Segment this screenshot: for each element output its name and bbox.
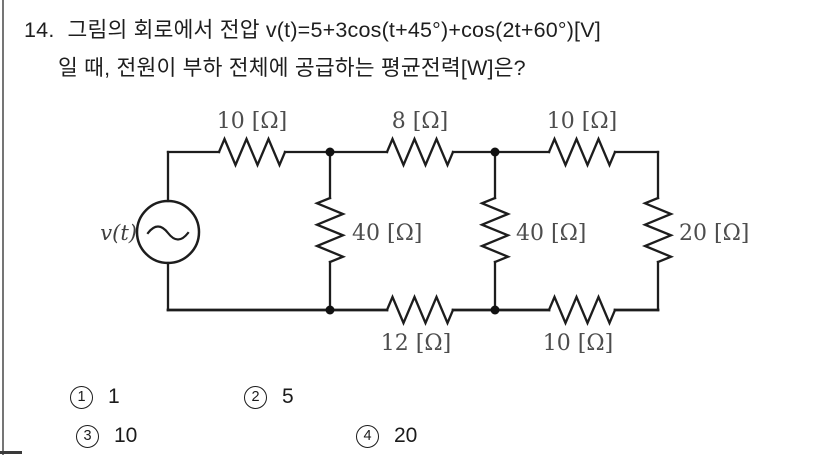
- question-line-2: 일 때, 전원이 부하 전체에 공급하는 평균전력[W]은?: [58, 51, 526, 82]
- choice-4-number: 4: [356, 424, 379, 448]
- label-resistor-bottom-right: 10 [Ω]: [543, 331, 613, 356]
- resistor-shunt-left: [313, 196, 347, 264]
- resistor-top-right: [547, 136, 617, 168]
- label-resistor-shunt-right: 20 [Ω]: [679, 221, 749, 246]
- resistor-top-mid: [385, 136, 455, 168]
- junction-nodes: [325, 147, 500, 315]
- choice-3-number: 3: [76, 424, 99, 448]
- label-source: v(t): [100, 221, 137, 245]
- node-dot: [490, 305, 500, 315]
- sine-wave-icon: [146, 225, 190, 241]
- question-line-1: 14. 그림의 회로에서 전압 v(t)=5+3cos(t+45°)+cos(2t…: [24, 13, 601, 44]
- question-text-2: 일 때, 전원이 부하 전체에 공급하는 평균전력[W]은?: [58, 56, 526, 80]
- choice-2-value: 5: [282, 385, 294, 408]
- resistor-bottom-right: [547, 294, 617, 326]
- node-dot: [325, 305, 335, 315]
- ac-source-icon: [135, 199, 201, 265]
- resistor-top-left: [217, 136, 287, 168]
- choice-2-number: 2: [244, 385, 267, 409]
- choice-1-number: 1: [70, 385, 93, 409]
- bottom-rule-stub: [0, 451, 22, 454]
- label-resistor-top-right: 10 [Ω]: [547, 109, 617, 134]
- question-number: 14.: [24, 18, 55, 42]
- choice-4-value: 20: [394, 424, 418, 447]
- choice-1-value: 1: [108, 385, 120, 408]
- resistor-shunt-right: [641, 196, 675, 264]
- node-dot: [490, 147, 500, 157]
- choice-2: 2 5: [244, 385, 294, 409]
- label-resistor-bottom-left: 12 [Ω]: [381, 331, 451, 356]
- resistor-bottom-left: [385, 294, 455, 326]
- label-resistor-shunt-left: 40 [Ω]: [352, 221, 422, 246]
- node-dot: [325, 147, 335, 157]
- choice-1: 1 1: [70, 385, 120, 409]
- question-text-1: 그림의 회로에서 전압 v(t)=5+3cos(t+45°)+cos(2t+60…: [67, 18, 601, 42]
- choice-3-value: 10: [114, 424, 138, 447]
- label-resistor-top-left: 10 [Ω]: [217, 109, 287, 134]
- left-column-rule: [2, 0, 4, 455]
- resistor-shunt-mid: [478, 196, 512, 264]
- label-resistor-top-mid: 8 [Ω]: [392, 109, 448, 134]
- choice-3: 3 10: [76, 424, 137, 448]
- label-resistor-shunt-mid: 40 [Ω]: [516, 221, 586, 246]
- choice-4: 4 20: [356, 424, 417, 448]
